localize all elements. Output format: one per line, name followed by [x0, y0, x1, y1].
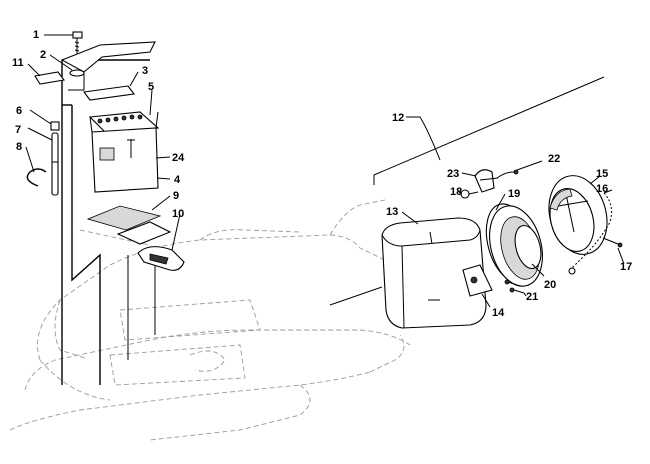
wire-part-22 [496, 169, 519, 179]
chain-part-16 [568, 192, 612, 275]
callout-4: 4 [174, 174, 181, 186]
callout-16: 16 [596, 183, 608, 195]
callout-6: 6 [16, 105, 22, 117]
headlight-bracket-part-12 [329, 76, 605, 306]
callout-19: 19 [508, 188, 520, 200]
callout-17: 17 [620, 261, 632, 273]
battery-caps-part-5 [88, 111, 160, 134]
callout-3: 3 [142, 65, 148, 77]
clamp-part-18 [460, 189, 479, 199]
callout-23: 23 [447, 168, 459, 180]
callout-10: 10 [172, 208, 184, 220]
strap-part-2 [60, 41, 156, 77]
headlight-housing-part-13 [381, 217, 487, 329]
callout-21: 21 [526, 291, 538, 303]
callout-22: 22 [548, 153, 560, 165]
callout-1: 1 [33, 29, 39, 41]
pin-part-17 [602, 237, 623, 248]
retainer-part-23 [474, 169, 499, 193]
callout-9: 9 [173, 190, 179, 202]
tray-pad-part-9 [86, 205, 172, 245]
callout-18: 18 [450, 186, 462, 198]
callout-15: 15 [596, 168, 608, 180]
callout-labels: 1 2 3 11 5 6 7 8 24 4 9 10 12 13 14 15 1… [12, 29, 632, 319]
vent-tube-part-7 [51, 132, 59, 196]
nut-part-6 [50, 121, 60, 131]
clamp-part-8 [26, 168, 47, 187]
battery-part-4 [89, 111, 159, 193]
callout-12: 12 [392, 112, 404, 124]
clip-part-11 [34, 71, 65, 85]
terminal-boot-part-10 [137, 246, 185, 271]
callout-20: 20 [544, 279, 556, 291]
bolt-part-1 [72, 31, 83, 56]
callout-5: 5 [148, 81, 154, 93]
callout-14: 14 [492, 307, 505, 319]
pad-part-3 [82, 85, 136, 101]
callout-8: 8 [16, 141, 22, 153]
leader-lines [25, 34, 625, 308]
screws-part-21 [504, 279, 525, 294]
chassis-outline [9, 199, 411, 441]
callout-13: 13 [386, 206, 398, 218]
headlight-part-20 [514, 224, 542, 270]
callout-24: 24 [172, 152, 185, 164]
bracket-part-14 [462, 264, 493, 297]
callout-2: 2 [40, 49, 46, 61]
callout-11: 11 [12, 57, 24, 69]
callout-7: 7 [15, 124, 21, 136]
bezel-part-15 [548, 175, 608, 255]
